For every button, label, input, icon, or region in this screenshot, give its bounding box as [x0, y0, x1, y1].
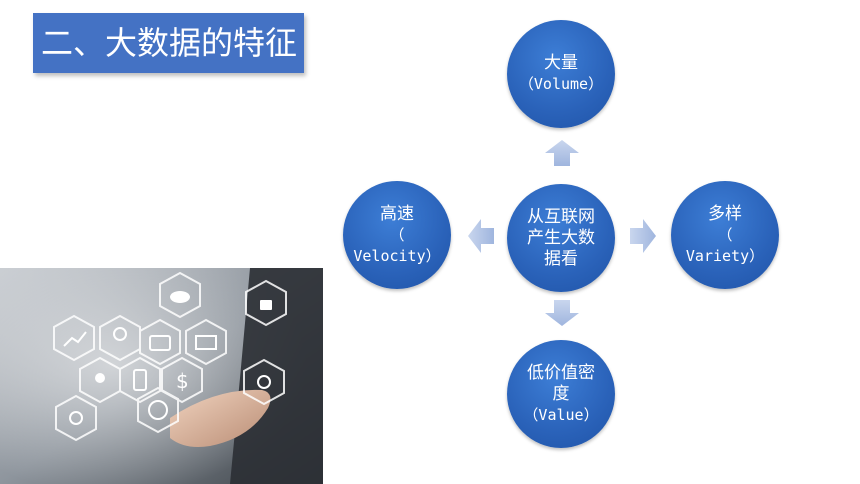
phone-icon [133, 369, 147, 391]
mail-icon [195, 335, 217, 350]
lightbulb-icon [113, 327, 127, 341]
users-icon [95, 373, 105, 383]
velocity-label: 高速 [380, 203, 414, 224]
center-circle: 从互联网 产生大数 据看 [507, 184, 615, 292]
volume-circle: 大量 （Volume） [507, 20, 615, 128]
velocity-sub-1: （ [389, 225, 405, 244]
dollar-icon: $ [176, 369, 189, 393]
volume-label: 大量 [544, 53, 578, 73]
volume-sub: （Volume） [518, 75, 604, 93]
variety-label: 多样 [708, 203, 742, 224]
center-line-1: 从互联网 [527, 206, 595, 227]
variety-sub-2: Variety） [685, 246, 765, 265]
value-label-1: 低价值密 [527, 362, 595, 383]
center-line-2: 产生大数 [527, 227, 595, 248]
velocity-sub-2: Velocity） [353, 246, 441, 265]
lock-icon [260, 300, 272, 310]
variety-circle: 多样 （ Variety） [671, 181, 779, 289]
value-circle: 低价值密 度 （Value） [507, 340, 615, 448]
variety-sub-1: （ [717, 225, 733, 244]
arrow-up-icon [545, 140, 579, 166]
chart-icon [63, 331, 87, 347]
arrow-left-icon [468, 219, 494, 253]
camera-icon [149, 335, 171, 351]
arrow-right-icon [630, 219, 656, 253]
velocity-circle: 高速 （ Velocity） [343, 181, 451, 289]
gears-icon [69, 411, 83, 425]
tech-hand-image: $ [0, 268, 323, 484]
arrow-down-icon [545, 300, 579, 326]
value-sub: （Value） [523, 405, 599, 424]
slide-title: 二、大数据的特征 [33, 13, 304, 73]
value-label-2: 度 [552, 383, 570, 404]
cloud-icon [170, 291, 190, 303]
center-line-3: 据看 [544, 248, 578, 269]
network-icon [257, 375, 271, 389]
globe-icon [148, 400, 168, 420]
